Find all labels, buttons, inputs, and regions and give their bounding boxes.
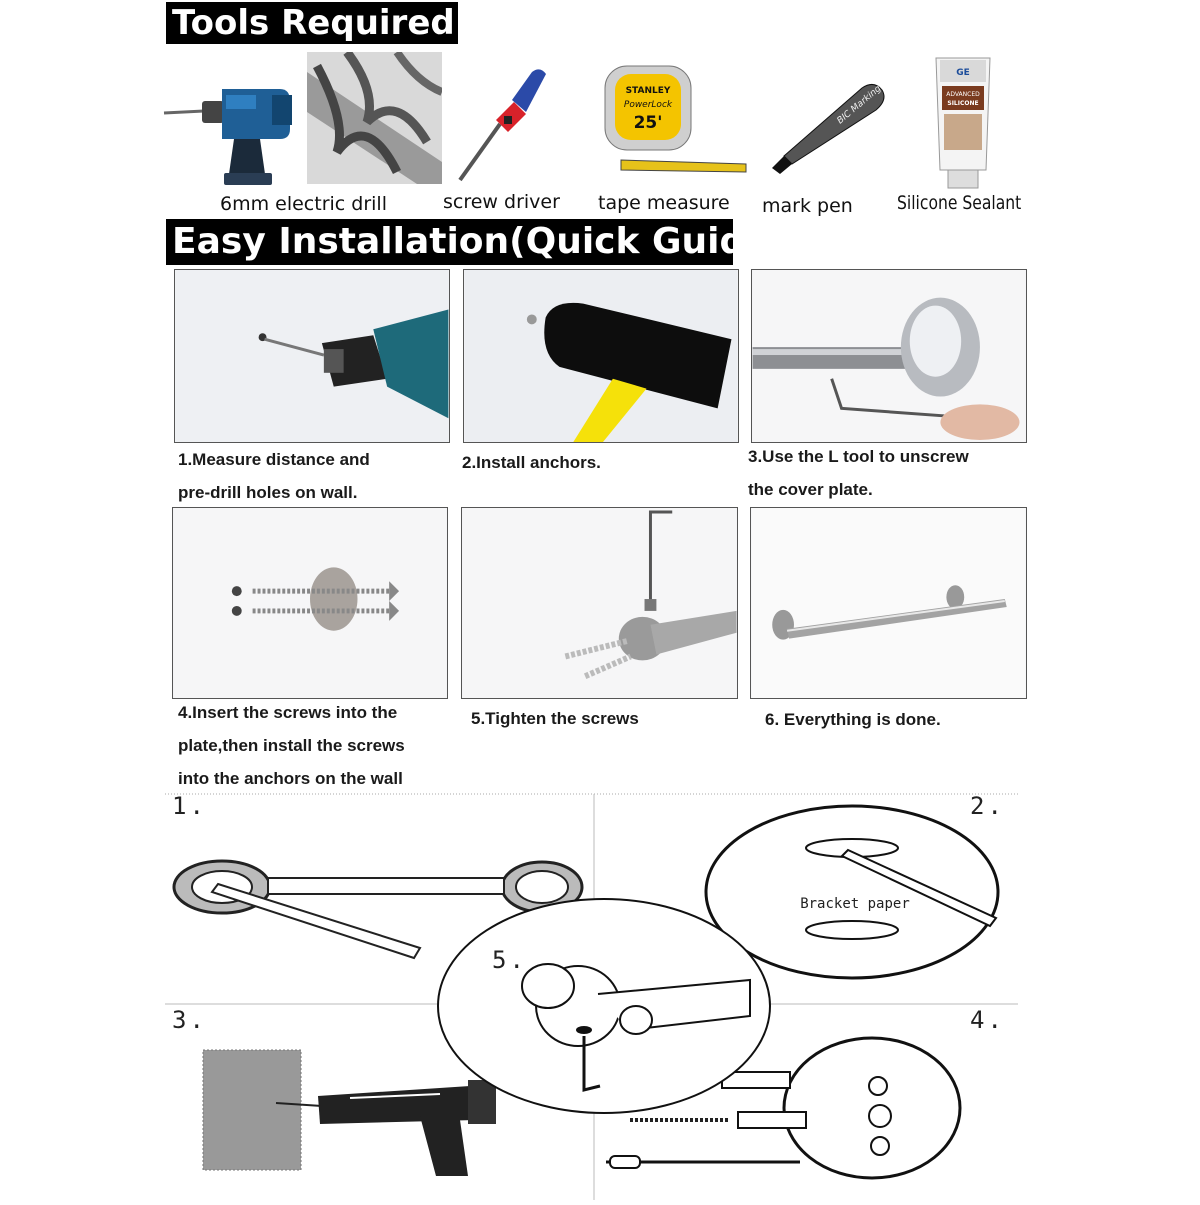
drill-bit-icon <box>307 49 444 184</box>
step-2-caption: 2.Install anchors. <box>462 453 601 472</box>
tool-label-drill: 6mm electric drill <box>220 193 387 215</box>
step-3-caption: 3.Use the L tool to unscrew the cover pl… <box>748 447 969 499</box>
step-4-photo <box>172 507 448 699</box>
installation-diagram: Bracket paper <box>0 780 1200 1200</box>
panel-2-drawing: Bracket paper <box>704 804 1000 980</box>
panel-3-drawing <box>202 1049 496 1176</box>
panel-number-4: 4. <box>970 1006 1005 1034</box>
step-6-photo <box>750 507 1027 699</box>
sealant-tube-icon: GE ADVANCED SILICONE <box>930 52 996 192</box>
tool-label-sealant: Silicone Sealant <box>897 192 1022 214</box>
panel-number-1: 1. <box>172 792 207 820</box>
step-4-caption: 4.Insert the screws into the plate,then … <box>178 703 405 788</box>
step-3-photo <box>751 269 1027 443</box>
step-1-photo <box>174 269 450 443</box>
bracket-paper-label: Bracket paper <box>800 896 910 912</box>
panel-number-5: 5. <box>492 946 527 974</box>
tools-required-heading: Tools Required <box>166 2 458 44</box>
tape-model: PowerLock <box>624 100 673 110</box>
tube-line-1: ADVANCED <box>946 91 980 98</box>
step-5-caption: 5.Tighten the screws <box>471 709 639 728</box>
tube-brand: GE <box>956 68 970 78</box>
panel-number-2: 2. <box>970 792 1005 820</box>
panel-number-3: 3. <box>172 1006 207 1034</box>
tape-brand: STANLEY <box>626 86 671 96</box>
tool-label-tape-measure: tape measure <box>598 192 730 214</box>
panel-5-drawing <box>437 898 771 1114</box>
step-5-photo <box>461 507 738 699</box>
step-6-caption: 6. Everything is done. <box>765 710 941 729</box>
tool-label-mark-pen: mark pen <box>762 195 853 217</box>
step-1-caption: 1.Measure distance and pre-drill holes o… <box>178 450 370 502</box>
step-2-photo <box>463 269 739 443</box>
quick-guide-heading: Easy Installation(Quick Guide) <box>166 219 786 265</box>
panel-1-drawing <box>172 859 584 960</box>
marker-pen-icon: BIC Marking <box>762 68 892 178</box>
tape-measure-icon: STANLEY PowerLock 25' <box>601 60 751 180</box>
screwdriver-icon <box>452 62 552 187</box>
electric-drill-icon <box>162 55 302 190</box>
tool-label-screwdriver: screw driver <box>443 191 560 213</box>
tube-line-2: SILICONE <box>947 100 978 107</box>
tape-size: 25' <box>634 113 663 133</box>
